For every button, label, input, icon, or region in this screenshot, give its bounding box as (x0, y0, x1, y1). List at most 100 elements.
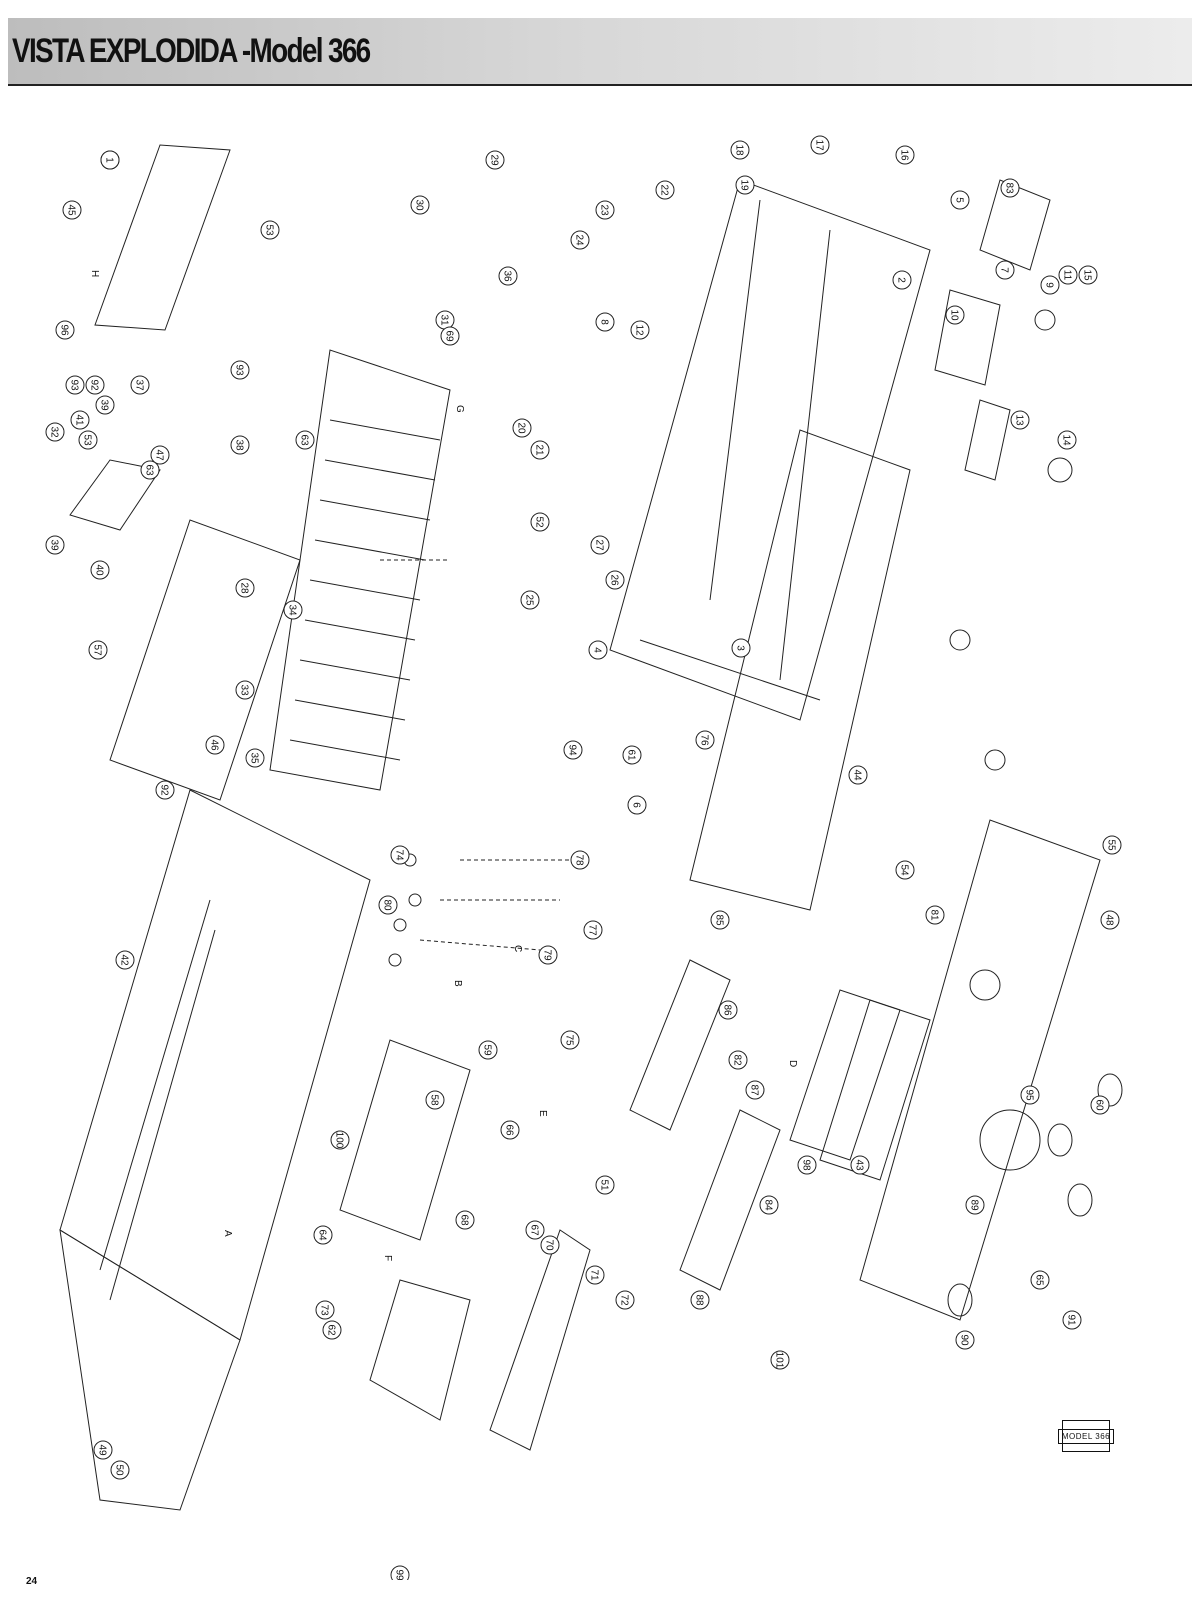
callout-circle (730, 140, 750, 160)
callout-number: 70 (544, 1239, 555, 1251)
part-callout: 35 (245, 748, 265, 768)
callout-circle (622, 745, 642, 765)
callout-number: 58 (429, 1094, 440, 1106)
reference-letter: C (512, 945, 523, 952)
callout-number: 57 (92, 644, 103, 656)
part-callout: 93 (230, 360, 250, 380)
part-callout: 63 (295, 430, 315, 450)
part-callout: 92 (85, 375, 105, 395)
callout-circle (70, 410, 90, 430)
callout-number: 67 (529, 1224, 540, 1236)
callout-number: 9 (1044, 282, 1055, 288)
callout-number: 2 (896, 277, 907, 283)
callout-number: 93 (69, 379, 80, 391)
callout-circle (995, 260, 1015, 280)
callout-number: 28 (239, 582, 250, 594)
heatsink-bracket-shape (69, 459, 161, 531)
callout-number: 63 (299, 434, 310, 446)
callout-number: 25 (524, 594, 535, 606)
part-callout: 31 (435, 310, 455, 330)
part-callout: 69 (440, 326, 460, 346)
callout-number: 88 (694, 1294, 705, 1306)
callout-number: 42 (119, 954, 130, 966)
callout-number: 72 (619, 1294, 630, 1306)
callout-number: 5 (954, 197, 965, 203)
callout-circle (627, 795, 647, 815)
part-callout: 92 (155, 780, 175, 800)
reference-letter: B (452, 980, 463, 987)
callout-circle (512, 418, 532, 438)
part-callout: 71 (585, 1265, 605, 1285)
part-callout: 1 (100, 150, 120, 170)
part-callout: 89 (965, 1195, 985, 1215)
knob-shape (984, 749, 1006, 771)
callout-circle (848, 765, 868, 785)
part-callout: 38 (230, 435, 250, 455)
ac-outlet-plate-shape (964, 399, 1011, 481)
part-callout: 9 (1040, 275, 1060, 295)
pcb-board-shape (109, 519, 301, 801)
callout-circle (1100, 910, 1120, 930)
callout-number: 78 (574, 854, 585, 866)
callout-circle (1040, 275, 1060, 295)
callout-number: 23 (599, 204, 610, 216)
callout-number: 38 (234, 439, 245, 451)
callout-circle (520, 590, 540, 610)
callout-circle (1058, 265, 1078, 285)
callout-circle (115, 950, 135, 970)
callout-number: 24 (574, 234, 585, 246)
callout-circle (205, 735, 225, 755)
part-callout: 72 (615, 1290, 635, 1310)
reference-letter: H (89, 270, 100, 277)
part-callout: 26 (605, 570, 625, 590)
part-callout: 29 (485, 150, 505, 170)
callout-circle (797, 1155, 817, 1175)
callout-circle (810, 135, 830, 155)
part-callout: 53 (78, 430, 98, 450)
part-callout: 47 (150, 445, 170, 465)
callout-circle (1090, 1095, 1110, 1115)
page-title: VISTA EXPLODIDA -Model 366 (12, 32, 371, 70)
callout-circle (500, 1120, 520, 1140)
callout-circle (538, 945, 558, 965)
part-callout: 2 (892, 270, 912, 290)
callout-circle (585, 1265, 605, 1285)
callout-circle (850, 1155, 870, 1175)
callout-number: 87 (749, 1084, 760, 1096)
part-callout: 95 (1020, 1085, 1040, 1105)
callout-circle (735, 175, 755, 195)
part-callout: 14 (1057, 430, 1077, 450)
power-transformer-shape (369, 1279, 471, 1421)
callout-number: 31 (439, 314, 450, 326)
callout-number: 45 (66, 204, 77, 216)
callout-number: 32 (49, 426, 60, 438)
callout-circle (655, 180, 675, 200)
part-callout: 13 (1010, 410, 1030, 430)
callout-number: 33 (239, 684, 250, 696)
part-callout: 5 (950, 190, 970, 210)
callout-circle (759, 1195, 779, 1215)
part-callout: 80 (378, 895, 398, 915)
callout-number: 80 (382, 899, 393, 911)
part-callout: 91 (1062, 1310, 1082, 1330)
part-callout: 10 (945, 305, 965, 325)
callout-number: 4 (592, 647, 603, 653)
callout-number: 69 (444, 330, 455, 342)
part-callout: 17 (810, 135, 830, 155)
heatsink-shape (269, 349, 451, 791)
callout-number: 92 (89, 379, 100, 391)
callout-number: 13 (1014, 414, 1025, 426)
callout-circle (588, 640, 608, 660)
speaker-terminal-plate-shape (979, 179, 1051, 271)
callout-number: 61 (626, 749, 637, 761)
part-callout: 81 (925, 905, 945, 925)
callout-number: 71 (589, 1269, 600, 1281)
callout-circle (93, 1440, 113, 1460)
part-callout: 6 (627, 795, 647, 815)
callout-circle (570, 850, 590, 870)
callout-circle (235, 578, 255, 598)
callout-number: 85 (714, 914, 725, 926)
part-callout: 66 (500, 1120, 520, 1140)
part-callout: 3 (731, 638, 751, 658)
knob-shape (1047, 457, 1073, 483)
